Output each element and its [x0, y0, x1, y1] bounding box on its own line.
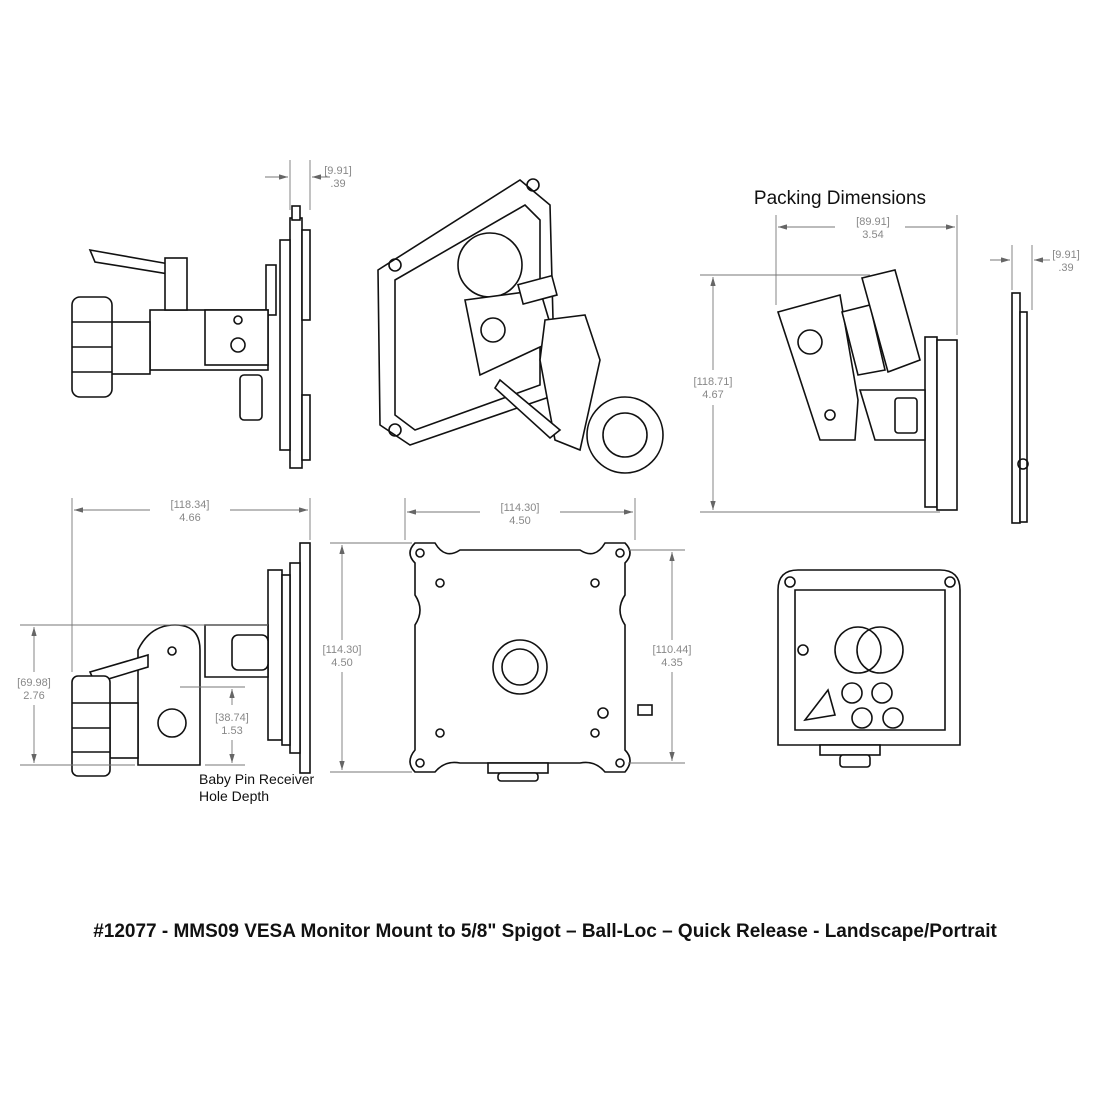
dim-packing-thickness-mm: [9.91] [1052, 249, 1080, 261]
drawing-caption: #12077 - MMS09 VESA Monitor Mount to 5/8… [93, 921, 997, 942]
dim-packing-width-in: 3.54 [862, 229, 883, 241]
rear-view [777, 569, 961, 768]
pin-note-line1: Baby Pin Receiver [199, 771, 315, 787]
packing-view: Packing Dimensions [89.91] 3.54 [118.71]… [694, 188, 1080, 524]
pin-note-line2: Hole Depth [199, 788, 269, 804]
dim-overall-depth-mm: [118.34] [171, 499, 210, 511]
dim-plate-height-in: 4.50 [331, 657, 352, 669]
dim-pin-depth-in: 1.53 [221, 725, 242, 737]
dim-plate-width-in: 4.50 [509, 515, 530, 527]
front-view: [114.30] 4.50 [114.30] 4.50 [110.44] 4.3… [323, 498, 692, 782]
packing-title: Packing Dimensions [754, 188, 926, 209]
dim-packing-height-mm: [118.71] [694, 376, 733, 388]
dim-side-thickness-mm: [9.91] [324, 165, 352, 177]
dim-clamp-height-mm: [69.98] [17, 677, 51, 689]
dim-overall-depth-in: 4.66 [179, 512, 200, 524]
dim-packing-thickness-in: .39 [1058, 262, 1073, 274]
side-view-top: [9.91] .39 [71, 160, 352, 469]
side-view-bottom: [118.34] 4.66 [69.98] 2.76 [38.74] 1.53 … [17, 498, 315, 804]
dim-plate-height-alt-in: 4.35 [661, 657, 682, 669]
dim-packing-width-mm: [89.91] [856, 216, 890, 228]
dim-side-thickness-in: .39 [330, 178, 345, 190]
dim-pin-depth-mm: [38.74] [215, 712, 249, 724]
dim-plate-height-alt-mm: [110.44] [653, 644, 692, 656]
isometric-view [377, 178, 664, 474]
dim-clamp-height-in: 2.76 [23, 690, 44, 702]
dim-packing-height-in: 4.67 [702, 389, 723, 401]
dim-plate-width-mm: [114.30] [501, 502, 540, 514]
dim-plate-height-mm: [114.30] [323, 644, 362, 656]
